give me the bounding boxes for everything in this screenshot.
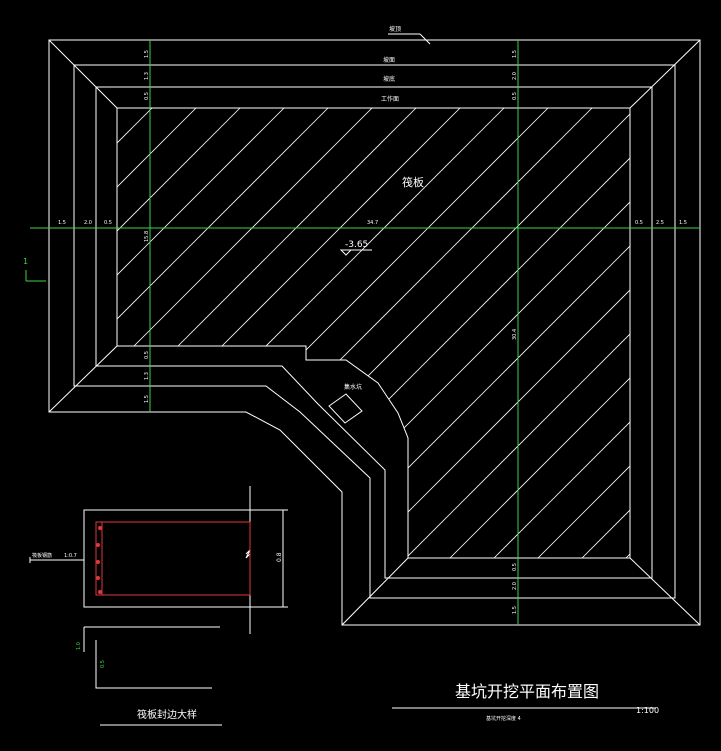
hatch-line [117,108,249,558]
drawing-subtitle: 基坑开挖深度 4 [486,715,521,722]
svg-text:0.5: 0.5 [512,563,518,571]
hatch-line [117,108,601,558]
svg-text:2.0: 2.0 [512,582,518,590]
hatch-line [117,108,381,558]
top-leader-label: 坡顶 [389,25,401,33]
hatch-line [527,108,630,558]
detail-lower-label-1: 1.0 [76,642,82,650]
raft-hatch [117,100,721,700]
detail-height-label: 0.8 [276,552,283,562]
title-block: 基坑开挖平面布置图 基坑开挖深度 4 1:100 [392,682,659,722]
outer-band-label: 坡面 [383,56,395,64]
hatch-line [395,108,630,558]
svg-text:1.5: 1.5 [679,220,687,226]
top-dimensions-col2: 1.5 2.0 0.5 [512,50,518,100]
svg-text:1.3: 1.3 [144,372,150,380]
hatch-line [175,108,630,558]
detail-left-label: 筏板钢筋 [32,552,52,559]
left-dimensions-col1: 0.5 1.3 1.5 [144,351,150,403]
detail-left-value: 1:0.7 [64,553,77,559]
svg-text:0.5: 0.5 [144,351,150,359]
svg-text:0.5: 0.5 [512,92,518,100]
raft-edge-detail: 0.8 筏板钢筋 1:0.7 1.0 0.5 筏板封边大样 [29,486,288,726]
raft-label: 筏板 [402,175,424,189]
horizontal-dimension-row: 1.5 2.0 0.5 34.7 0.5 2.5 1.5 [58,220,687,226]
detail-lower-label-2: 0.5 [100,660,106,668]
svg-text:0.5: 0.5 [104,220,112,226]
raft-outline [116,107,631,559]
hatch-line [117,108,630,558]
svg-text:0.5: 0.5 [144,92,150,100]
bottom-dimensions-col2: 0.5 2.0 1.5 [512,563,518,614]
work-face-outline [95,86,653,579]
hatch-line [439,108,630,558]
svg-text:1.5: 1.5 [58,220,66,226]
middle-band-label: 坡底 [383,75,395,83]
hatch-line [117,108,293,558]
hatch-line [117,108,557,558]
svg-text:2.0: 2.0 [84,220,92,226]
svg-text:1.5: 1.5 [144,50,150,58]
hatch-line [117,108,161,558]
top-leader: 坡顶 [388,25,431,45]
elevation-marker: -3.65 [339,240,372,256]
sump-label: 集水坑 [344,383,362,391]
svg-text:1.5: 1.5 [144,395,150,403]
rebar-dot [96,576,100,580]
svg-text:0.5: 0.5 [635,220,643,226]
inner-band-label: 工作面 [381,95,399,103]
hatch-line [117,108,205,558]
drawing-scale: 1:100 [636,706,659,715]
hatch-line [307,108,630,558]
left-vertical-dimension: 15.8 [144,231,150,242]
rebar-dot [96,543,100,547]
sump-pit: 集水坑 [328,383,363,424]
top-dimensions-col1: 1.5 1.3 0.5 [144,50,150,100]
hatch-line [117,108,425,558]
rebar-outline [95,521,251,596]
slope-bottom-outline [73,64,676,599]
rebar-dot [98,526,102,530]
hatch-line [571,108,630,558]
svg-text:1.3: 1.3 [144,72,150,80]
hatch-line [351,108,630,558]
right-vertical-dimension: 30.4 [512,329,518,340]
hatch-line [117,108,337,558]
svg-text:1.5: 1.5 [512,50,518,58]
rebar-dot [96,560,100,564]
hatch-line [219,108,630,558]
elevation-value: -3.65 [345,240,368,250]
axis-marker: 1 [23,257,46,282]
hatch-line [131,108,630,558]
hatch-line [660,100,721,700]
svg-text:2.5: 2.5 [656,220,664,226]
hatch-line [117,108,513,558]
hatch-line [117,108,630,558]
rebar-dot [98,590,102,594]
svg-text:2.0: 2.0 [512,72,518,80]
svg-text:1.5: 1.5 [512,606,518,614]
hatch-line [615,108,630,558]
hatch-line [263,108,630,558]
hatch-line [117,108,469,558]
corner-lines [48,39,701,626]
svg-text:34.7: 34.7 [367,220,378,226]
detail-caption: 筏板封边大样 [137,708,197,721]
drawing-title: 基坑开挖平面布置图 [455,682,599,701]
outer-excavation-outline [48,39,701,626]
axis-marker-label: 1 [23,257,28,266]
